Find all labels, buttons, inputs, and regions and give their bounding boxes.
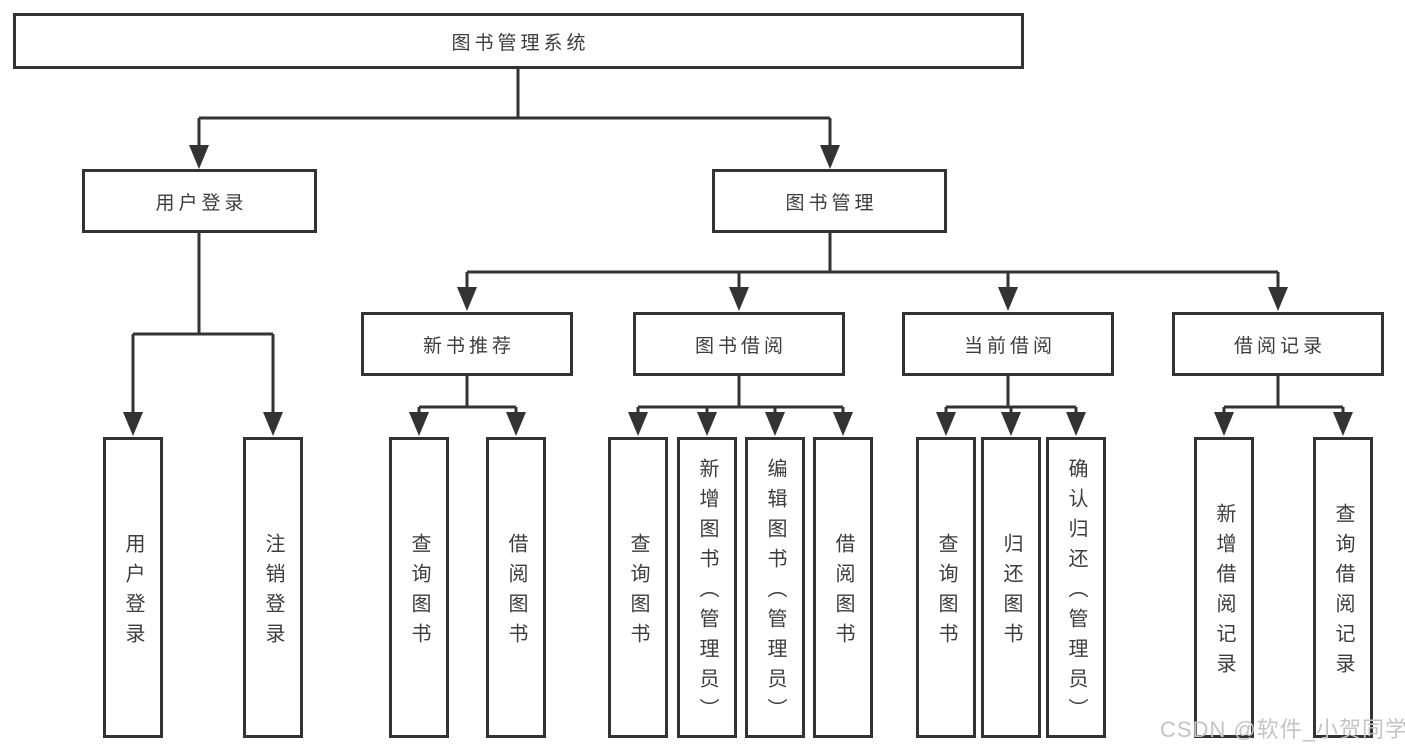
- leaf-label: 确认归还（管理员）: [1065, 457, 1087, 728]
- node-user-login: 用户登录: [82, 169, 317, 233]
- leaf-edit-book-admin: 编辑图书（管理员）: [745, 437, 805, 738]
- leaf-label: 归还图书: [1000, 532, 1022, 653]
- leaf-label: 新增图书（管理员）: [696, 457, 718, 728]
- node-current-borrow: 当前借阅: [902, 312, 1114, 376]
- node-book-borrow: 图书借阅: [633, 312, 845, 376]
- leaf-label: 查询图书: [627, 532, 649, 653]
- leaf-borrow-book-1: 借阅图书: [486, 437, 546, 738]
- leaf-label: 查询借阅记录: [1332, 502, 1354, 683]
- leaf-borrow-book-2: 借阅图书: [813, 437, 873, 738]
- node-borrow-records: 借阅记录: [1172, 312, 1384, 376]
- leaf-label: 借阅图书: [505, 532, 527, 653]
- leaf-query-book-1: 查询图书: [389, 437, 449, 738]
- leaf-logout: 注销登录: [243, 437, 303, 738]
- leaf-user-login: 用户登录: [103, 437, 163, 738]
- leaf-add-book-admin: 新增图书（管理员）: [677, 437, 737, 738]
- leaf-label: 新增借阅记录: [1213, 502, 1235, 683]
- leaf-query-borrow-record: 查询借阅记录: [1313, 437, 1373, 738]
- leaf-query-book-2: 查询图书: [608, 437, 668, 738]
- leaf-confirm-return-admin: 确认归还（管理员）: [1046, 437, 1106, 738]
- leaf-query-book-3: 查询图书: [916, 437, 976, 738]
- leaf-label: 查询图书: [935, 532, 957, 653]
- leaf-label: 注销登录: [262, 532, 284, 653]
- csdn-watermark: CSDN @软件_小贺同学: [1160, 717, 1405, 742]
- node-new-book-recommend: 新书推荐: [361, 312, 573, 376]
- leaf-label: 用户登录: [122, 532, 144, 653]
- leaf-label: 借阅图书: [832, 532, 854, 653]
- leaf-add-borrow-record: 新增借阅记录: [1194, 437, 1254, 738]
- node-root: 图书管理系统: [13, 13, 1024, 69]
- arrowheads: [123, 145, 1353, 436]
- node-book-management: 图书管理: [712, 169, 947, 233]
- leaf-label: 编辑图书（管理员）: [764, 457, 786, 728]
- leaf-label: 查询图书: [408, 532, 430, 653]
- leaf-return-book: 归还图书: [981, 437, 1041, 738]
